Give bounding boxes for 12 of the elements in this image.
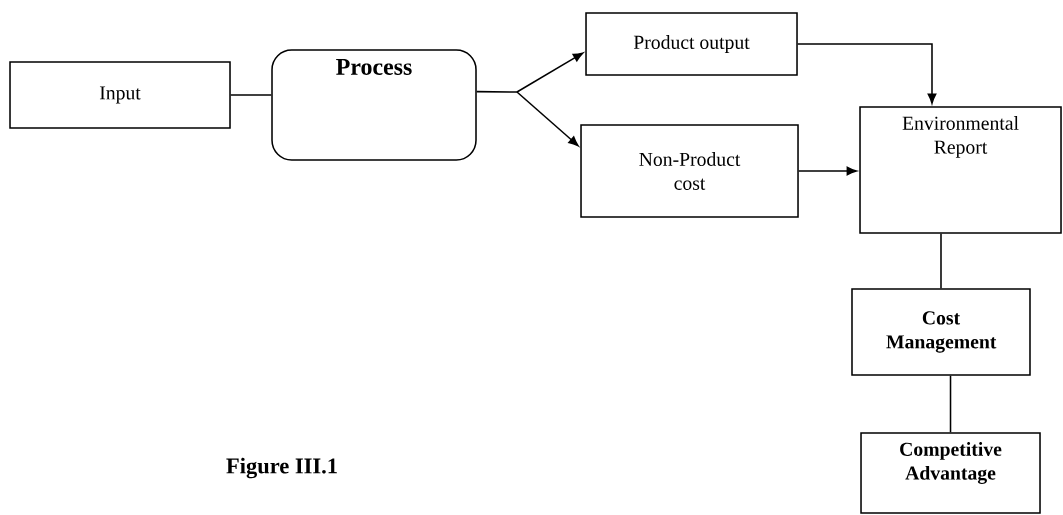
- arrow: [798, 166, 857, 176]
- arrow: [516, 52, 584, 93]
- process-box: Competitive Advantage: [860, 432, 1041, 514]
- process-box: Cost Management: [851, 288, 1031, 376]
- process-box: Non-Product cost: [580, 124, 799, 218]
- arrow: [797, 43, 937, 104]
- rounded-box: Process: [271, 49, 477, 161]
- process-box: Input: [9, 61, 231, 129]
- process-box: Product output: [585, 12, 798, 76]
- process-box: Environmental Report: [859, 106, 1062, 234]
- arrow: [516, 91, 579, 147]
- figure-caption: Figure III.1: [226, 457, 337, 479]
